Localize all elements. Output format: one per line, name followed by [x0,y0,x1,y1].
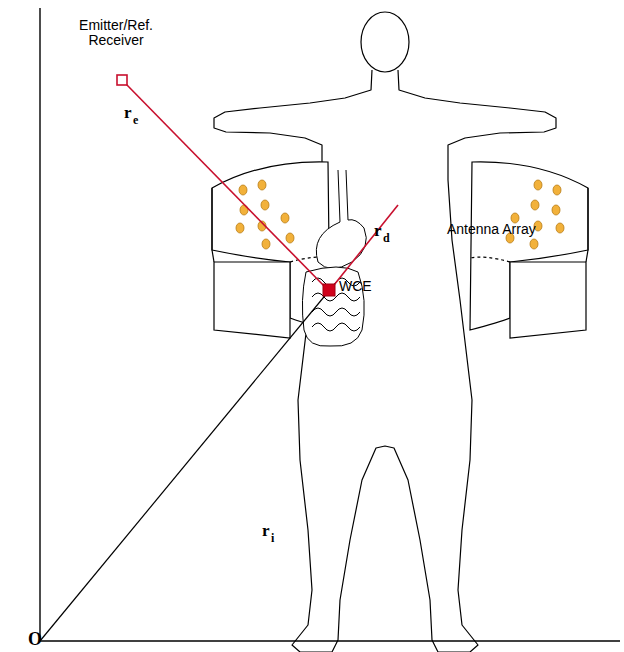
antenna-element [258,180,266,190]
belt-box [510,262,586,338]
antenna-element [530,239,538,249]
belt-dashed-edge [470,257,510,262]
emitter-label: Emitter/Ref. Receiver [66,18,166,49]
vector-subscript: e [133,114,138,127]
emitter-line [126,84,328,290]
esophagus [338,170,348,222]
antenna-element [553,185,561,195]
antenna-line [330,205,398,290]
vector-subscript: d [383,232,390,245]
belt-edge [211,188,212,250]
belt-edge [586,250,588,262]
antenna-element [556,223,564,233]
antenna-element [281,213,289,223]
vector-subscript: i [271,532,274,545]
antenna-element [236,223,244,233]
wce-label: WCE [339,279,372,294]
body-outline [214,70,556,652]
antenna-array-label: Antenna Array [447,222,536,237]
origin-label: O [28,630,42,650]
head-outline [361,12,409,72]
antenna-element [552,205,560,215]
y-axis [39,8,40,641]
antenna-element [286,233,294,243]
belt-edge [212,250,214,262]
belt-box [214,262,290,338]
antenna-element [262,239,270,249]
antenna-element [261,200,269,210]
emitter-square [117,75,127,85]
vector-symbol: r [262,522,270,541]
wce-capsule [323,284,335,296]
belt-edge [587,188,588,250]
stomach [316,220,366,269]
vector-symbol: r [124,104,132,123]
x-axis [40,640,620,641]
antenna-element [239,185,247,195]
position-vector-line [40,292,328,641]
vector-symbol: r [374,222,382,241]
antenna-element [531,200,539,210]
antenna-element [534,180,542,190]
